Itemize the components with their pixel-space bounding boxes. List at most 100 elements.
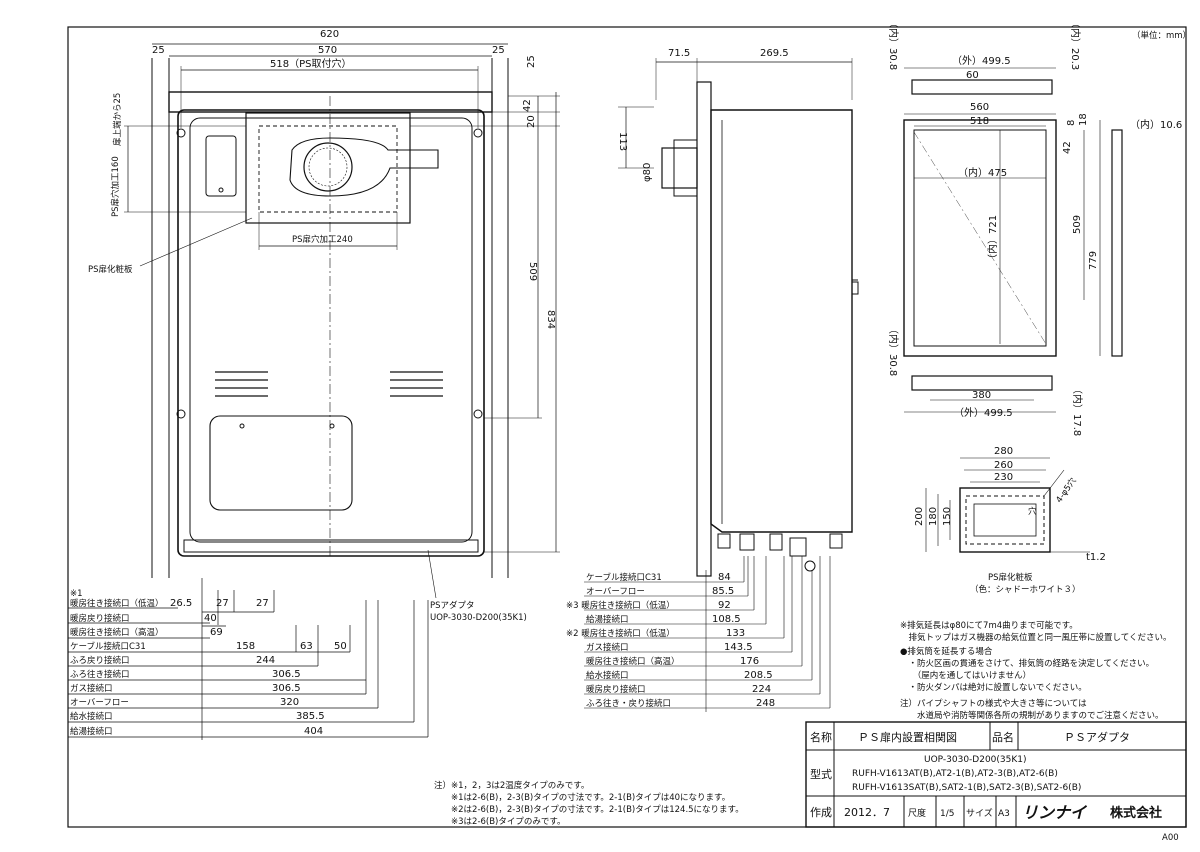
plate-dim-150: 150: [942, 507, 953, 526]
note-line: ・防火区画の貫通をさけて、排気筒の経路を決定してください。: [900, 658, 1154, 669]
bottom-connection-table: [68, 578, 429, 740]
plate-holes: 4-φ5穴: [1054, 475, 1079, 505]
tb-product-value: ＰＳアダプタ: [1064, 730, 1130, 744]
side-conn-value: 92: [718, 600, 731, 611]
side-conn-label: ふろ往き・戻り接続口: [586, 698, 671, 709]
note-mark-1: ※1: [70, 589, 83, 599]
sheet-border: [67, 26, 1187, 828]
tb-made-label: 作成: [810, 806, 832, 819]
conn-value: 69: [210, 627, 223, 638]
conn-value: 26.5: [170, 598, 192, 609]
conn-label: オーバーフロー: [70, 698, 129, 708]
side-view: [584, 58, 859, 712]
conn-value: 320: [280, 697, 299, 708]
dim-ps-hole-240: PS扉穴加工240: [292, 234, 353, 245]
tb-scale: 1/5: [940, 809, 954, 819]
frame-dim-8: 8: [1066, 120, 1077, 126]
frame-dim-inner-30-8-top: （内）30.8: [887, 18, 900, 70]
side-conn-value: 133: [726, 628, 745, 639]
plate-color-note: （色：シャドーホワイト３）: [970, 584, 1081, 595]
dim-r-509: 509: [527, 262, 538, 281]
side-conn-label: 給湯接続口: [586, 614, 629, 625]
note-line: ●排気筒を延長する場合: [900, 646, 993, 657]
frame-dim-inner-475: （内）475: [958, 166, 1007, 179]
conn-label: ふろ戻り接続口: [70, 655, 130, 666]
side-conn-value: 84: [718, 572, 731, 583]
note-line: ※1は2-6(B)，2-3(B)タイプの寸法です。2-1(B)タイプは40になり…: [434, 792, 730, 803]
plate-dim-230: 230: [994, 472, 1013, 483]
tb-scale-label: 尺度: [908, 807, 926, 819]
conn-label: 暖房往き接続口（低温）: [70, 598, 164, 609]
frame-dim-inner-721: （内）721: [986, 215, 999, 264]
notes-right: ※排気延長はφ80にて7m4曲りまで可能です。 排気トップはガス機器の給気位置と…: [900, 620, 1172, 721]
frame-dim-outer-bottom: （外）499.5: [954, 407, 1013, 419]
dim-570: 570: [318, 45, 337, 56]
plate-dim-180: 180: [928, 507, 939, 526]
conn-value: 404: [304, 726, 323, 737]
side-conn-label: ガス接続口: [586, 642, 629, 653]
side-conn-value: 248: [756, 698, 775, 709]
side-conn-label: 給水接続口: [586, 670, 629, 681]
ps-plate-label: PS扉化粧板: [88, 264, 133, 275]
side-conn-value: 224: [752, 684, 771, 695]
conn-value: 27: [256, 598, 269, 609]
plate-view: [925, 457, 1090, 553]
plate-dim-200: 200: [914, 507, 925, 526]
dim-r-25: 25: [526, 55, 537, 68]
side-conn-value: 108.5: [712, 614, 741, 625]
side-conn-label: ※3 暖房往き接続口（低温）: [566, 600, 675, 611]
adapter-label: PSアダプタ: [430, 600, 475, 611]
tb-date: 2012．7: [844, 806, 890, 819]
tb-model-label: 型式: [810, 767, 832, 781]
frame-dim-inner-20-3: （内）20.3: [1069, 18, 1082, 70]
side-conn-label: オーバーフロー: [586, 587, 645, 597]
dim-from-door-top: 扉上端から25: [112, 93, 123, 146]
tb-size: A3: [998, 809, 1010, 819]
side-conn-label: ケーブル接続口C31: [586, 572, 662, 583]
conn-label: ケーブル接続口C31: [70, 641, 146, 652]
tb-size-label: サイズ: [966, 807, 993, 819]
conn-value: 244: [256, 655, 275, 666]
conn-value: 158: [236, 641, 255, 652]
conn-value: 50: [334, 641, 347, 652]
frame-view: [903, 67, 1123, 413]
note-line: ※3は2-6(B)タイプのみです。: [434, 817, 566, 827]
conn-value: 63: [300, 641, 313, 652]
frame-dim-380: 380: [972, 390, 991, 401]
side-dim-269-5: 269.5: [760, 48, 789, 59]
tb-model-line: RUFH-V1613SAT(B),SAT2-1(B),SAT2-3(B),SAT…: [852, 783, 1081, 793]
plate-label: PS扉化粧板: [988, 572, 1033, 583]
side-conn-value: 143.5: [724, 642, 753, 653]
note-line: 排気トップはガス機器の給気位置と同一風圧帯に設置してください。: [900, 632, 1172, 643]
side-conn-label: 暖房往き接続口（高温）: [586, 656, 680, 667]
dim-518: 518（PS取付穴）: [270, 57, 351, 70]
side-dim-113: 113: [617, 132, 628, 151]
dim-r-834: 834: [545, 310, 556, 329]
side-dim-phi80: φ80: [642, 163, 653, 182]
side-dim-71-5: 71.5: [668, 48, 690, 59]
title-block: [805, 721, 1187, 828]
side-connection-rows: ケーブル接続口C31 84 オーバーフロー 85.5 ※3 暖房往き接続口（低温…: [566, 572, 775, 709]
side-conn-label: ※2 暖房往き接続口（低温）: [566, 628, 675, 639]
frame-dim-outer-top: （外）499.5: [952, 55, 1011, 67]
conn-value: 40: [204, 613, 217, 624]
conn-value: 306.5: [272, 683, 301, 694]
note-line: 注）※1，2，3は2温度タイプのみです。: [434, 780, 589, 791]
frame-dim-inner-17-8: （内）17.8: [1071, 384, 1084, 436]
plate-dim-260: 260: [994, 460, 1013, 471]
conn-value: 306.5: [272, 669, 301, 680]
side-conn-value: 176: [740, 656, 759, 667]
plate-hole-mark: 穴: [1028, 506, 1037, 517]
dim-25-right: 25: [492, 45, 505, 56]
dim-ps-hole-160: PS扉穴加工160: [110, 156, 121, 217]
frame-dim-518: 518: [970, 116, 989, 127]
side-conn-value: 208.5: [744, 670, 773, 681]
conn-label: 給湯接続口: [70, 726, 113, 737]
side-conn-label: 暖房戻り接続口: [586, 684, 646, 695]
tb-product-label: 品名: [992, 730, 1014, 744]
company-suffix: 株式会社: [1110, 805, 1162, 821]
conn-label: ガス接続口: [70, 683, 113, 694]
dim-r-42: 42: [522, 99, 533, 112]
